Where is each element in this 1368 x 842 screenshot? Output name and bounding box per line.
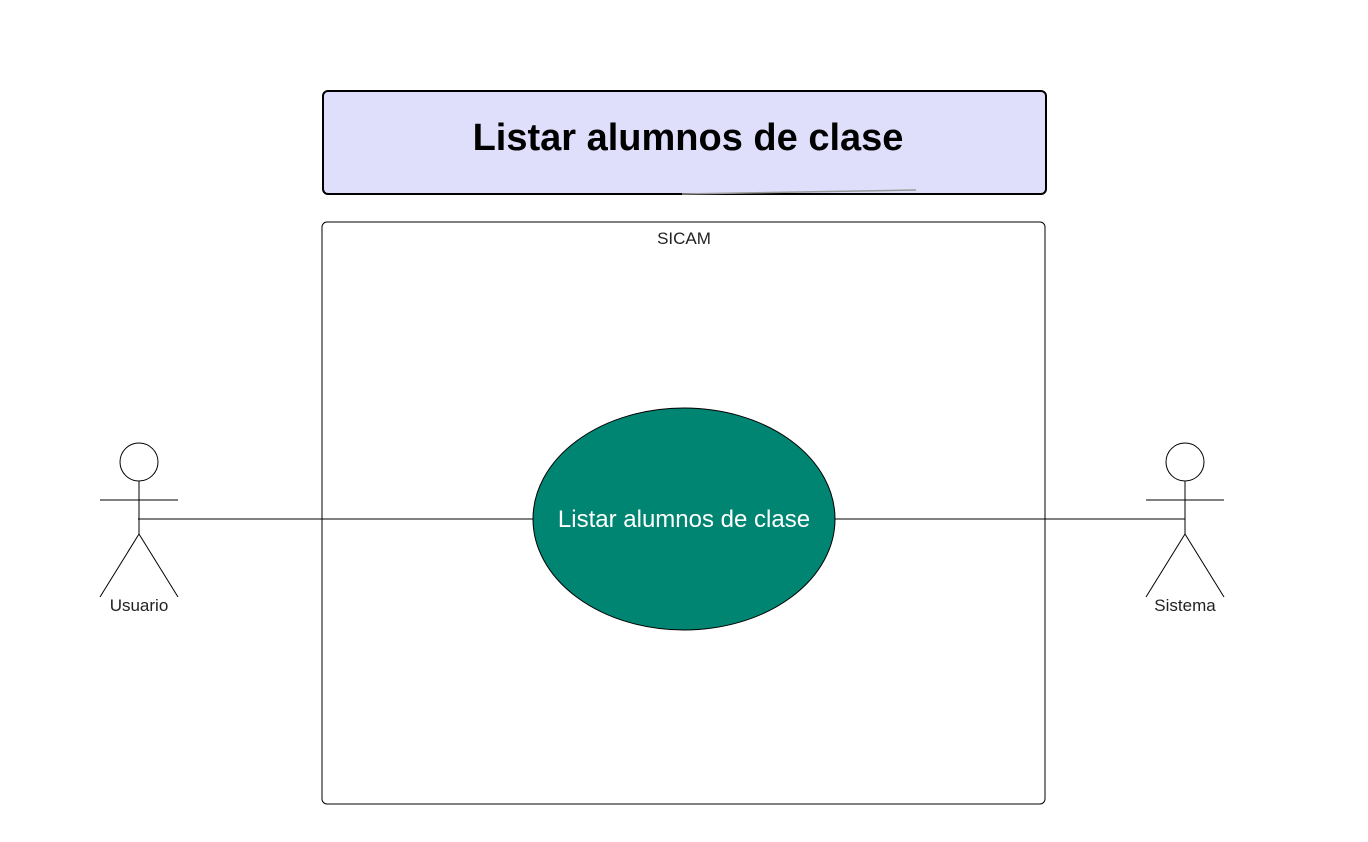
actor-usuario-right-leg [138, 533, 179, 598]
actor-sistema-left-leg [1145, 533, 1186, 598]
title-underline-mark [681, 189, 917, 195]
use-case-label: Listar alumnos de clase [558, 506, 810, 533]
system-boundary-rect [321, 221, 1046, 805]
use-case[interactable]: Listar alumnos de clase [532, 407, 836, 631]
actor-usuario-head [119, 442, 159, 482]
actor-usuario-label: Usuario [110, 596, 169, 615]
title-box: Listar alumnos de clase [322, 90, 1047, 195]
actor-sistema-head [1165, 442, 1205, 482]
actor-sistema[interactable]: Sistema [1145, 442, 1225, 615]
title-text: Listar alumnos de clase [473, 117, 904, 159]
actor-sistema-label: Sistema [1154, 596, 1216, 615]
actor-usuario[interactable]: Usuario [99, 442, 179, 615]
actor-usuario-left-leg [99, 533, 140, 598]
system-boundary-label: SICAM [657, 229, 711, 248]
use-case-ellipse[interactable] [532, 407, 836, 631]
actor-sistema-right-leg [1184, 533, 1225, 598]
system-boundary: SICAM [321, 221, 1046, 805]
